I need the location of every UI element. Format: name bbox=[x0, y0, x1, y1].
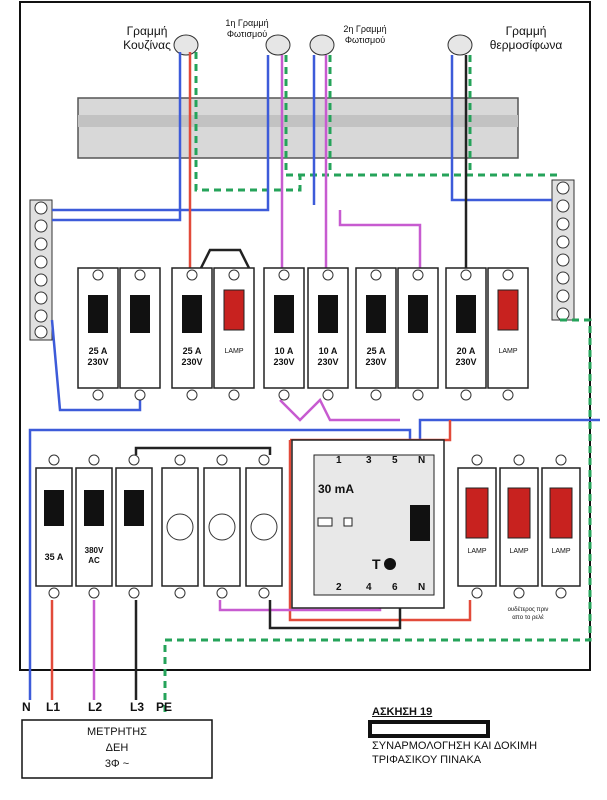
meter-label-2: ΔΕΗ bbox=[105, 742, 129, 754]
label-kitchen-line-2: Κουζίνας bbox=[123, 38, 171, 52]
meter-label-1: ΜΕΤΡΗΤΗΣ bbox=[87, 726, 147, 738]
breaker-10-label: LAMP bbox=[488, 347, 528, 357]
label-lighting1: 1η Γραμμή Φωτισμού bbox=[212, 18, 282, 40]
rcd-terminal-5: 5 bbox=[392, 455, 398, 466]
meter-box bbox=[21, 719, 213, 779]
rcd-terminal-1: 1 bbox=[336, 455, 342, 466]
label-heater-line-2: θερμοσίφωνα bbox=[489, 38, 563, 52]
phase3-wires bbox=[134, 55, 468, 700]
label-heater-line-1: Γραμμή bbox=[505, 24, 547, 38]
rcd-terminal-3: 3 bbox=[366, 455, 372, 466]
terminal-l2: L2 bbox=[88, 700, 103, 714]
breaker-7-voltage: 230V bbox=[365, 357, 387, 367]
terminal-l1: L1 bbox=[46, 700, 61, 714]
meter-label-3: 3Φ ~ bbox=[104, 758, 130, 770]
rcd-terminal-n-bottom: N bbox=[418, 582, 426, 593]
rcd-terminal-4: 4 bbox=[366, 582, 372, 593]
label-lighting2: 2η Γραμμή Φωτισμού bbox=[330, 24, 400, 46]
label-heater-line: Γραμμή θερμοσίφωνα bbox=[478, 24, 574, 52]
breaker-9-voltage: 230V bbox=[455, 357, 477, 367]
lamp-1-label: LAMP bbox=[467, 548, 487, 555]
label-kitchen-line-1: Γραμμή bbox=[126, 24, 168, 38]
label-lighting2-1: 2η Γραμμή bbox=[343, 24, 387, 34]
terminal-strip-right bbox=[551, 179, 575, 321]
rcd-sensitivity: 30 mA bbox=[318, 482, 355, 496]
breaker-6-rating: 10 A bbox=[318, 346, 338, 356]
breaker-4-label: LAMP bbox=[214, 347, 254, 357]
cable-glands bbox=[173, 34, 473, 56]
din-rail-cover bbox=[77, 97, 519, 159]
contactor-voltage: 380V bbox=[84, 546, 104, 555]
label-lighting2-2: Φωτισμού bbox=[344, 35, 386, 45]
neutral-note: ουδέτερος πριν απο το ρελέ bbox=[488, 606, 568, 622]
breaker-9-rating: 20 A bbox=[456, 346, 476, 356]
earth-wires bbox=[163, 52, 592, 715]
breaker-6-voltage: 230V bbox=[317, 357, 339, 367]
breaker-3-rating: 25 A bbox=[182, 346, 202, 356]
rcd-terminal-6: 6 bbox=[392, 582, 398, 593]
rcd-terminal-2: 2 bbox=[336, 582, 342, 593]
exercise-subtitle-1: ΣΥΝΑΡΜΟΛΟΓΗΣΗ ΚΑΙ ΔΟΚΙΜΗ bbox=[372, 740, 538, 752]
breaker-5-voltage: 230V bbox=[273, 357, 295, 367]
neutral-note-2: απο το ρελέ bbox=[512, 615, 544, 621]
redacted-bar bbox=[368, 720, 490, 738]
label-lighting1-2: Φωτισμού bbox=[226, 29, 268, 39]
breaker-4-rating: LAMP bbox=[224, 348, 244, 355]
breaker-7-rating: 25 A bbox=[366, 346, 386, 356]
lamp-2-label: LAMP bbox=[509, 548, 529, 555]
breaker-3-voltage: 230V bbox=[181, 357, 203, 367]
rcd-test-label: T bbox=[372, 556, 381, 572]
terminal-n: N bbox=[22, 700, 31, 714]
main-breaker-label: 35 A bbox=[44, 552, 64, 562]
top-breaker-row bbox=[77, 267, 529, 401]
contactor-type: AC bbox=[88, 556, 100, 565]
terminal-l3: L3 bbox=[130, 700, 145, 714]
exercise-subtitle-2: ΤΡΙΦΑΣΙΚΟΥ ΠΙΝΑΚΑ bbox=[372, 754, 482, 766]
breaker-1-voltage: 230V bbox=[87, 357, 109, 367]
breaker-10-rating: LAMP bbox=[498, 348, 518, 355]
terminal-strip-left bbox=[29, 199, 53, 341]
din-rail-groove bbox=[78, 115, 518, 127]
breaker-5-rating: 10 A bbox=[274, 346, 294, 356]
bottom-device-row bbox=[35, 454, 581, 599]
label-lighting1-1: 1η Γραμμή bbox=[225, 18, 269, 28]
rcd-terminal-n-top: N bbox=[418, 455, 426, 466]
terminal-pe: PE bbox=[156, 700, 173, 714]
meter-label: ΜΕΤΡΗΤΗΣ ΔΕΗ 3Φ ~ bbox=[22, 724, 212, 772]
neutral-note-1: ουδέτερος πριν bbox=[507, 607, 549, 613]
lamp-3-label: LAMP bbox=[551, 548, 571, 555]
rcd-device bbox=[291, 439, 445, 609]
exercise-title: ΑΣΚΗΣΗ 19 bbox=[372, 706, 433, 718]
label-kitchen-line: Γραμμή Κουζίνας bbox=[112, 24, 182, 52]
breaker-1-rating: 25 A bbox=[88, 346, 108, 356]
